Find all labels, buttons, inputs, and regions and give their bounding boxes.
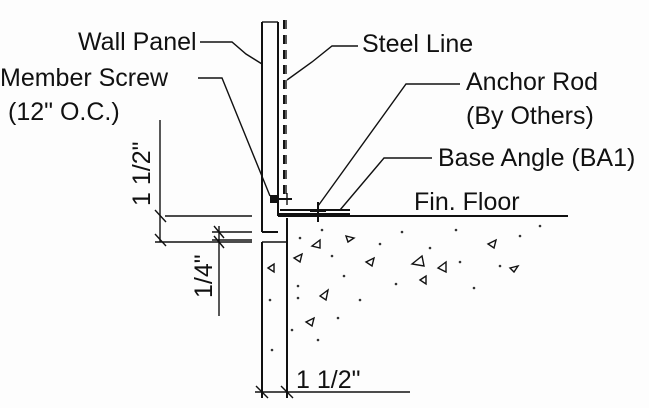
wall-panel-leader [200, 41, 263, 65]
dimension-vertical-top-label: 1 1/2" [128, 142, 156, 206]
anchor-rod-leader [317, 83, 460, 207]
dimension-vertical-gap-label: 1/4" [190, 254, 218, 298]
base-angle-label: Base Angle (BA1) [438, 144, 635, 172]
steel-line [283, 20, 287, 200]
fin-floor-label: Fin. Floor [414, 188, 520, 216]
member-screw-spacing-label: (12" O.C.) [8, 98, 120, 126]
member-screw-label: Member Screw [0, 64, 169, 92]
member-screw [270, 193, 292, 205]
dimension-horizontal-bottom-label: 1 1/2" [296, 366, 360, 394]
steel-line-leader [286, 45, 358, 81]
anchor-rod-note-label: (By Others) [466, 102, 594, 130]
dimension-vertical-gap [212, 225, 252, 316]
steel-line-label: Steel Line [362, 30, 473, 58]
member-screw-leader [198, 77, 271, 197]
wall-panel-label: Wall Panel [78, 28, 197, 56]
base-angle-leader [339, 157, 432, 211]
dimension-horizontal-bottom [255, 385, 410, 399]
concrete-slab [261, 218, 542, 398]
anchor-rod-label: Anchor Rod [466, 68, 598, 96]
leader-lines [198, 41, 460, 211]
dimension-vertical-top [154, 120, 252, 247]
